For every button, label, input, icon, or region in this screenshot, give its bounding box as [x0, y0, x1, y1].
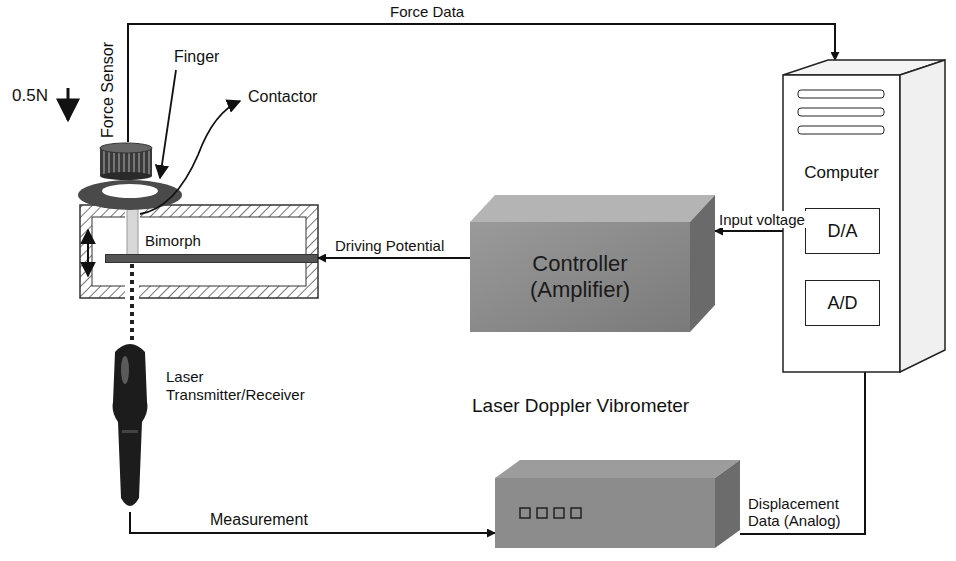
- force-arrow: [67, 88, 70, 120]
- bimorph-bar: [105, 254, 318, 263]
- converter-box: A/D: [805, 280, 880, 326]
- converter-box: D/A: [805, 208, 880, 254]
- laser-head-shape: [108, 340, 152, 512]
- edge-label: Driving Potential: [333, 237, 446, 254]
- edge-label: Force Data: [388, 3, 466, 20]
- laser-beam: [130, 264, 134, 340]
- part-label: 0.5N: [10, 86, 50, 106]
- part-label: Contactor: [246, 88, 319, 106]
- node-text: Controller (Amplifier): [500, 222, 660, 332]
- node-text: Laser Transmitter/Receiver: [166, 368, 316, 404]
- controller-box: Controller (Amplifier): [470, 192, 715, 332]
- leader-line: [140, 101, 240, 214]
- bimorph: Bimorph: [105, 232, 318, 263]
- edge-label: Measurement: [208, 511, 310, 529]
- finger: [78, 180, 182, 210]
- node-text: Force Sensor: [99, 42, 116, 138]
- part-label: Finger: [172, 48, 221, 66]
- node-text: A/D: [806, 281, 879, 325]
- housing: [80, 204, 318, 299]
- node-text: Bimorph: [145, 232, 201, 249]
- leader-line: [160, 70, 176, 178]
- node-text: Computer: [783, 163, 900, 183]
- force-sensor: Force Sensor: [98, 142, 154, 180]
- vibrometer-box: Laser Doppler Vibrometer: [495, 395, 740, 548]
- node-text: Laser Doppler Vibrometer: [472, 395, 689, 417]
- edge-label: Displacement Data (Analog): [746, 495, 854, 530]
- vibrometer-box-shape: [495, 395, 740, 548]
- motion-arrow: [87, 230, 89, 276]
- signal-connector: [130, 512, 495, 533]
- laser-head: Laser Transmitter/Receiver: [108, 340, 152, 512]
- force-sensor-shape: [98, 142, 154, 180]
- signal-connector: [318, 257, 470, 259]
- node-text: D/A: [806, 209, 879, 253]
- signal-connector: [128, 24, 835, 142]
- contactor-rod: [127, 205, 138, 255]
- edge-label: Input voltage: [717, 211, 807, 228]
